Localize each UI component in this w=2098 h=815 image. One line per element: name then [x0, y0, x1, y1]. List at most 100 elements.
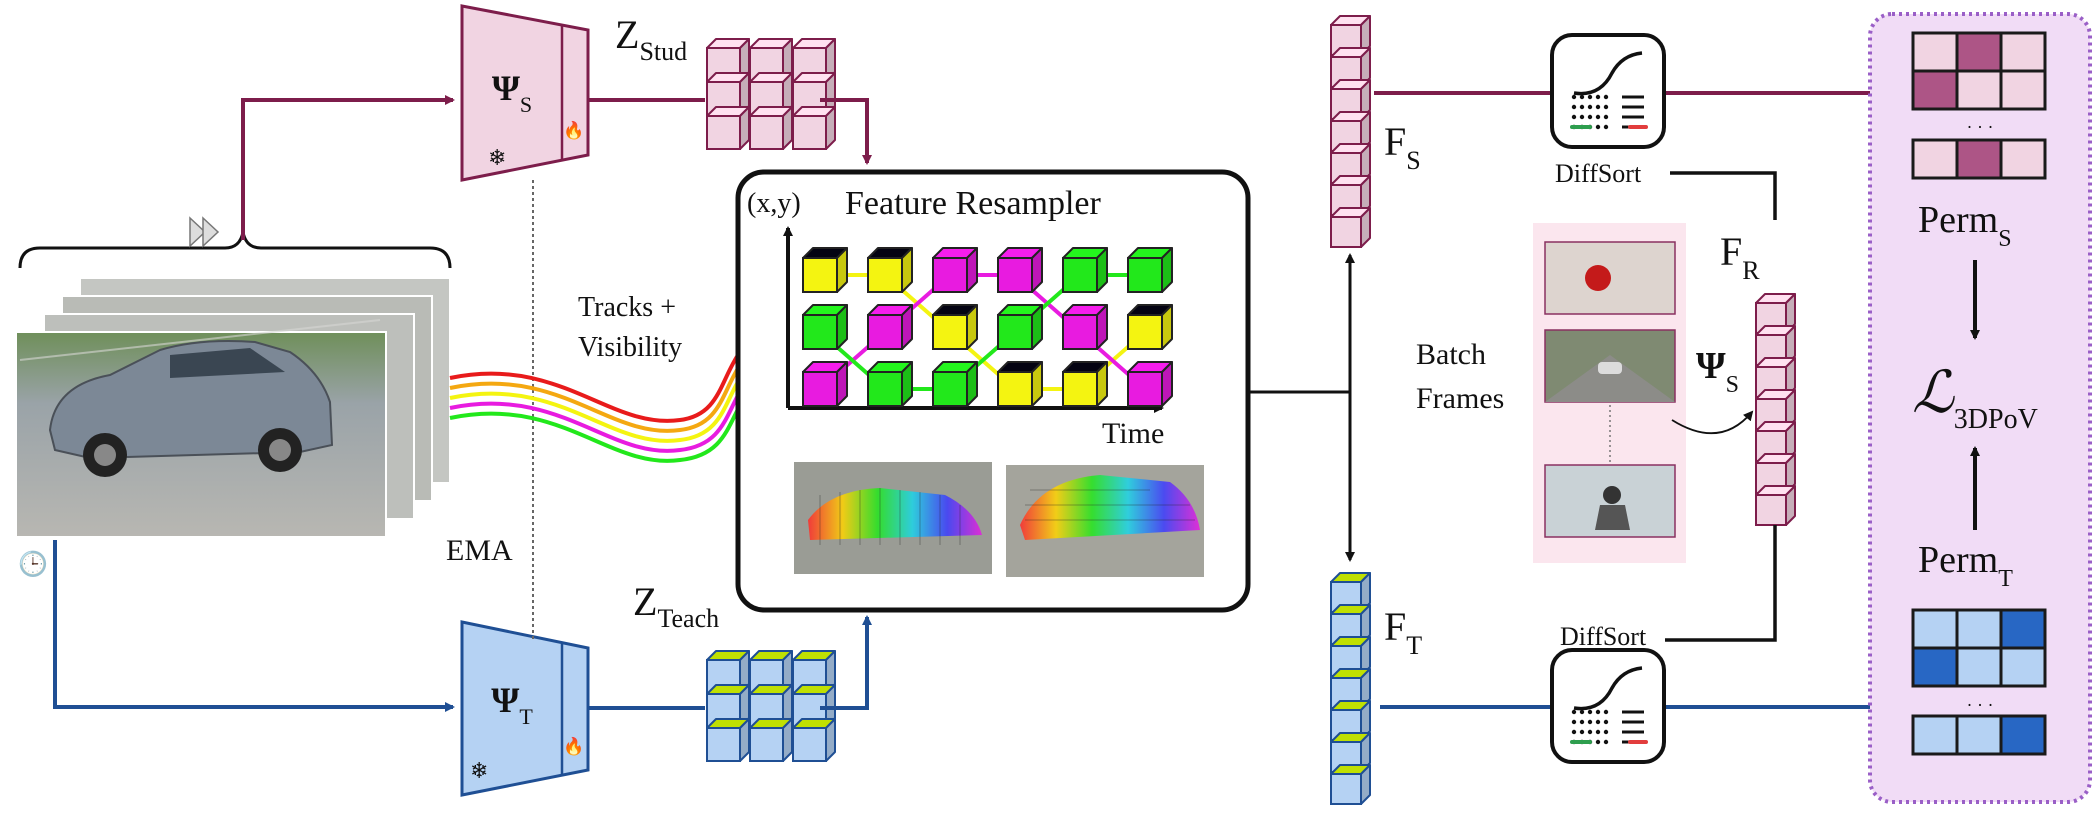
f-random-stack	[1755, 293, 1796, 526]
grid-feature-cube	[1062, 304, 1108, 350]
feature-cube	[1755, 485, 1796, 526]
perm-s-ellipsis: · · ·	[1967, 117, 1994, 137]
feature-cube	[749, 718, 793, 762]
feature-cube	[706, 718, 750, 762]
feature-cube	[1330, 175, 1371, 216]
car-image	[19, 319, 381, 477]
input-video-frames	[15, 277, 451, 538]
psi-s-label: ΨS	[492, 68, 532, 117]
perm-cell	[1911, 69, 1959, 111]
perm-cell	[1999, 69, 2047, 111]
clock-icon: 🕒	[18, 550, 48, 578]
perm-cell	[1955, 608, 2003, 650]
grid-feature-cube	[997, 247, 1043, 293]
grid-feature-cube	[1127, 247, 1173, 293]
grid-feature-cube	[932, 304, 978, 350]
fr-to-diffsort-bottom-line	[1665, 525, 1777, 642]
fr-to-diffsort-top-line	[1670, 171, 1777, 220]
perm-t-matrix	[1911, 608, 2047, 756]
snowflake-icon: ❄	[470, 758, 488, 783]
perm-t-ellipsis: · · ·	[1967, 695, 1994, 715]
feature-cube	[1330, 79, 1371, 120]
perm-cell	[1955, 31, 2003, 73]
frames-label: Frames	[1416, 382, 1504, 415]
grid-feature-cube	[1062, 247, 1108, 293]
f-student-stack	[1330, 15, 1371, 248]
loss-panel	[1868, 12, 2092, 804]
z-teach-label: ZTeach	[633, 579, 719, 633]
tracks-label: Tracks +	[578, 292, 676, 323]
sort-curve-icon	[1573, 666, 1643, 711]
batch-frame-apple	[1544, 241, 1676, 315]
z-student-features	[706, 38, 836, 150]
grid-feature-cube	[802, 361, 848, 407]
teacher-input-arrow	[53, 540, 455, 712]
teacher-encoder	[460, 620, 590, 797]
diffsort-bottom-module	[1550, 648, 1666, 764]
z-teach-to-resampler-arrow	[820, 615, 872, 710]
z-teacher-features	[706, 650, 836, 762]
z-stud-to-resampler-arrow	[820, 98, 872, 165]
psi-s-batch-label: ΨS	[1696, 345, 1739, 398]
perm-cell	[1911, 138, 1959, 180]
frames-to-psi-arrow	[1671, 410, 1754, 435]
perm-cell	[1955, 714, 2003, 756]
tracked-car-thumbnail-2	[1006, 465, 1204, 577]
batch-label: Batch	[1416, 338, 1486, 371]
grid-feature-cube	[867, 361, 913, 407]
fast-forward-icon	[189, 216, 220, 248]
grid-feature-cube	[997, 361, 1043, 407]
f-t-label: FT	[1384, 604, 1422, 660]
perm-cell	[1999, 138, 2047, 180]
time-axis-label: Time	[1102, 417, 1164, 450]
grid-feature-cube	[932, 361, 978, 407]
diffsort-top-label: DiffSort	[1555, 159, 1642, 188]
perm-cell	[1955, 69, 2003, 111]
perm-s-matrix	[1911, 31, 2047, 180]
perm-cell	[1911, 714, 1959, 756]
feature-cube	[792, 106, 836, 150]
perm-t-label: PermT	[1918, 539, 2013, 592]
diffsort-top-module	[1550, 33, 1666, 149]
xy-axis-label: (x,y)	[747, 188, 801, 219]
grid-feature-cube	[1127, 304, 1173, 350]
perm-s-label: PermS	[1918, 199, 2012, 252]
diffsort-bottom-label: DiffSort	[1560, 622, 1647, 651]
perm-cell	[1911, 608, 1959, 650]
f-s-label: FS	[1384, 119, 1421, 175]
batch-frame-skier	[1544, 464, 1676, 538]
ema-label: EMA	[446, 534, 513, 567]
grid-feature-cube	[1127, 361, 1173, 407]
perm-cell	[1911, 646, 1959, 688]
feature-cube	[1755, 453, 1796, 494]
z-stud-label: ZStud	[615, 12, 687, 66]
feature-cube	[792, 718, 836, 762]
feature-cube	[1330, 604, 1371, 645]
feature-cube	[1330, 764, 1371, 805]
f-teacher-stack	[1330, 572, 1371, 805]
f-r-label: FR	[1720, 229, 1760, 285]
grid-feature-cube	[802, 247, 848, 293]
perm-cell	[1999, 608, 2047, 650]
student-input-arrow	[241, 95, 455, 240]
feature-cube	[749, 106, 793, 150]
perm-cell	[1999, 714, 2047, 756]
grid-feature-cube	[997, 304, 1043, 350]
batch-frame-road-car	[1544, 329, 1676, 403]
perm-cell	[1911, 31, 1959, 73]
sort-curve-icon	[1573, 51, 1643, 96]
flame-icon: 🔥	[563, 120, 584, 140]
frames-brace	[18, 231, 452, 269]
grid-feature-cube	[802, 304, 848, 350]
student-encoder	[460, 4, 590, 182]
grid-feature-cube	[932, 247, 978, 293]
perm-cell	[1999, 31, 2047, 73]
flame-icon: 🔥	[563, 736, 584, 756]
snowflake-icon: ❄	[488, 145, 506, 170]
visibility-label: Visibility	[578, 332, 682, 363]
perm-cell	[1955, 138, 2003, 180]
feature-cube	[1330, 47, 1371, 88]
feature-resampler-title: Feature Resampler	[845, 185, 1102, 222]
loss-label: ℒ3DPoV	[1912, 360, 2038, 435]
